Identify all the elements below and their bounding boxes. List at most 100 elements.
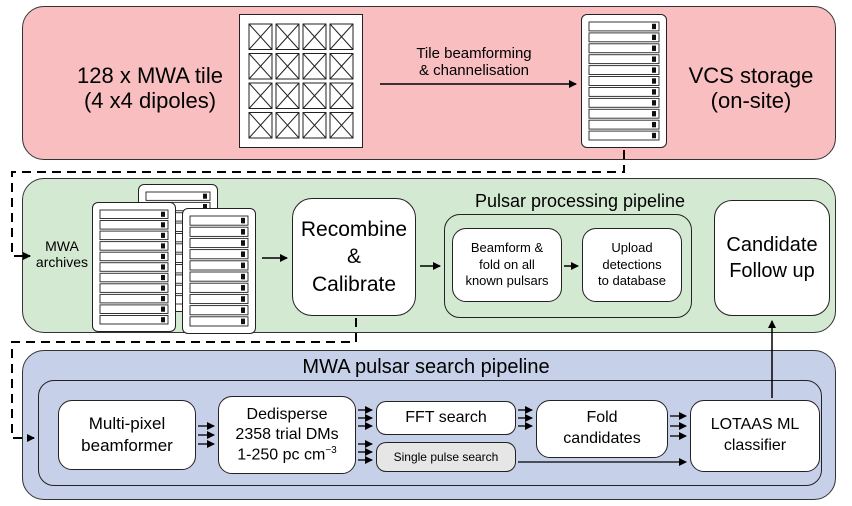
- recombine-line1: Recombine: [300, 218, 408, 242]
- dipole-icon: [248, 111, 272, 138]
- beamform-fold-box: Beamform & fold on all known pulsars: [452, 228, 562, 302]
- server-slot: [145, 191, 210, 201]
- server-slot: [189, 315, 248, 326]
- tile-label-line2: (4 x4 dipoles): [83, 88, 217, 113]
- lotaas-classifier-box: LOTAAS ML classifier: [690, 400, 820, 472]
- dipole-icon: [302, 82, 326, 109]
- recombine-line3: Calibrate: [311, 272, 397, 296]
- server-slot: [189, 215, 248, 226]
- dipole-icon: [302, 111, 326, 138]
- lotaas-line1: LOTAAS ML: [710, 416, 800, 434]
- archive-server-right-icon: [182, 208, 256, 334]
- server-slot: [99, 303, 168, 314]
- dipole-icon: [275, 52, 299, 79]
- server-slot: [189, 293, 248, 304]
- server-slot: [99, 261, 168, 272]
- fold-line2: candidates: [563, 430, 641, 447]
- recombine-line2: &: [346, 245, 361, 269]
- server-slot: [99, 240, 168, 251]
- server-slot: [588, 64, 659, 75]
- search-pipeline-title: MWA pulsar search pipeline: [240, 354, 612, 380]
- server-slot: [588, 53, 659, 64]
- dedisperse-box: Dedisperse 2358 trial DMs 1-250 pc cm−3: [218, 396, 356, 474]
- server-slot: [588, 130, 659, 140]
- dipole-icon: [275, 82, 299, 109]
- server-slot: [588, 86, 659, 97]
- server-slot: [99, 282, 168, 293]
- server-slot: [99, 251, 168, 261]
- server-slot: [189, 259, 248, 270]
- vcs-storage-server-icon: [581, 14, 667, 148]
- dipole-icon: [329, 52, 353, 79]
- followup-line1: Candidate: [726, 234, 818, 256]
- dipole-icon: [302, 23, 326, 50]
- server-slot: [99, 209, 168, 219]
- server-slot: [189, 282, 248, 293]
- multipixel-line2: beamformer: [81, 436, 173, 455]
- pulsar-processing-title: Pulsar processing pipeline: [430, 189, 730, 213]
- dipole-icon: [248, 23, 272, 50]
- dipole-icon: [248, 82, 272, 109]
- dipole-icon: [329, 82, 353, 109]
- beamform-line2: fold on all: [479, 256, 535, 272]
- beamform-line1: Beamform &: [470, 239, 544, 255]
- tile-beamforming-label: Tile beamforming & channelisation: [386, 40, 562, 84]
- vcs-storage-line2: (on-site): [710, 88, 792, 113]
- server-slot: [189, 226, 248, 237]
- upload-line3: to database: [598, 273, 666, 289]
- dipole-icon: [248, 52, 272, 79]
- pulsar-processing-title-text: Pulsar processing pipeline: [474, 190, 686, 211]
- server-slot: [99, 230, 168, 240]
- server-slot: [99, 293, 168, 303]
- telescope-panel: [22, 6, 836, 160]
- server-slot: [99, 314, 168, 324]
- dedisperse-unit: 1-250 pc cm: [237, 446, 326, 464]
- mwa-archives-line2: archives: [35, 254, 89, 270]
- tile-beamforming-line2: & channelisation: [418, 62, 530, 79]
- server-slot: [189, 304, 248, 315]
- dedisperse-line1: Dedisperse: [246, 405, 328, 423]
- upload-line2: detections: [602, 256, 662, 272]
- beamform-line3: known pulsars: [465, 273, 549, 289]
- fft-search-label: FFT search: [405, 409, 487, 426]
- server-slot: [588, 75, 659, 86]
- single-pulse-search-box: Single pulse search: [376, 442, 516, 472]
- mwa-archives-line1: MWA: [45, 237, 79, 254]
- dipole-icon: [275, 23, 299, 50]
- single-pulse-label: Single pulse search: [393, 450, 499, 464]
- server-slot: [588, 108, 659, 119]
- dipole-icon: [275, 111, 299, 138]
- fold-candidates-box: Fold candidates: [536, 400, 668, 458]
- dedisperse-line3: 1-250 pc cm−3: [237, 445, 336, 465]
- multipixel-beamformer-box: Multi-pixel beamformer: [58, 400, 196, 470]
- tile-beamforming-line1: Tile beamforming: [416, 44, 532, 62]
- multipixel-line1: Multi-pixel: [88, 413, 166, 433]
- followup-line2: Follow up: [729, 260, 815, 282]
- server-slot: [189, 271, 248, 282]
- tile-label: 128 x MWA tile (4 x4 dipoles): [60, 58, 240, 118]
- server-slot: [189, 248, 248, 259]
- server-slot: [588, 21, 659, 31]
- server-slot: [99, 272, 168, 282]
- search-pipeline-title-text: MWA pulsar search pipeline: [302, 355, 550, 378]
- vcs-storage-label: VCS storage (on-site): [676, 58, 826, 118]
- server-slot: [189, 237, 248, 248]
- dipole-icon: [329, 23, 353, 50]
- vcs-storage-line1: VCS storage: [688, 62, 814, 88]
- fft-search-box: FFT search: [376, 401, 516, 435]
- dipole-icon: [302, 52, 326, 79]
- dipole-icon: [329, 111, 353, 138]
- server-slot: [588, 42, 659, 53]
- upload-detections-box: Upload detections to database: [582, 228, 682, 302]
- dedisperse-line2: 2358 trial DMs: [235, 425, 339, 443]
- mwa-archives-label: MWA archives: [30, 232, 94, 276]
- upload-line1: Upload: [611, 239, 653, 255]
- server-slot: [588, 97, 659, 108]
- dedisperse-exponent: −3: [325, 444, 337, 456]
- archive-server-left-icon: [92, 202, 176, 332]
- server-slot: [588, 31, 659, 42]
- server-slot: [588, 119, 659, 130]
- recombine-calibrate-box: Recombine & Calibrate: [292, 198, 416, 316]
- tile-label-line1: 128 x MWA tile: [77, 62, 223, 88]
- server-slot: [99, 219, 168, 230]
